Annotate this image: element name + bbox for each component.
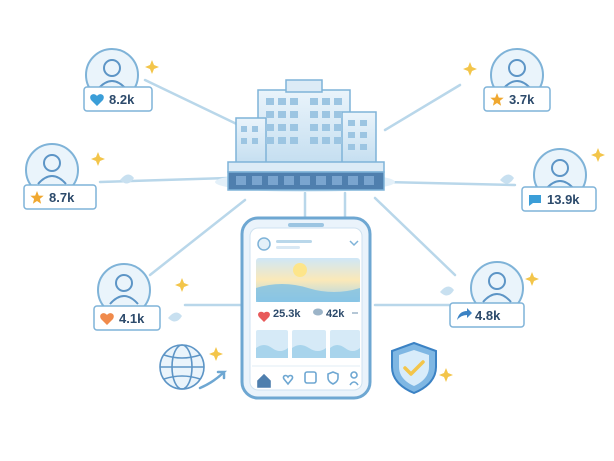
influencer-node[interactable]: 8.2k [83, 48, 153, 112]
phone-nav-bar [257, 371, 358, 388]
comment-stat[interactable]: 42k [313, 308, 345, 320]
stat-badge [449, 302, 525, 328]
smartphone [240, 216, 372, 400]
heart-icon [100, 313, 114, 325]
share-arrow-icon [457, 308, 472, 320]
avatar [482, 272, 512, 303]
like-stat[interactable]: 25.3k [258, 308, 301, 322]
add-post-icon[interactable] [304, 371, 317, 384]
stat-count: 13.9k [547, 192, 580, 207]
stat-badge [23, 184, 97, 210]
home-icon[interactable] [257, 373, 271, 388]
stat-badge [93, 305, 161, 331]
stat-badge [521, 186, 597, 212]
arrow-icon [198, 370, 228, 390]
stat-badge [83, 86, 153, 112]
comments-count: 42k [326, 308, 345, 320]
stat-count: 8.7k [49, 190, 75, 205]
avatar [37, 154, 67, 185]
heart-nav-icon[interactable] [282, 374, 294, 386]
star-icon [490, 93, 504, 106]
globe-icon [159, 344, 205, 390]
connection-lines [98, 78, 517, 307]
influencer-node[interactable]: 4.8k [449, 261, 525, 328]
stat-count: 3.7k [509, 92, 535, 107]
shield-nav-icon[interactable] [327, 371, 339, 385]
chat-bubble-icon [313, 308, 323, 316]
sparkle-decorations [91, 60, 605, 382]
stat-count: 4.1k [119, 311, 145, 326]
star-icon [30, 191, 44, 204]
likes-count: 25.3k [273, 308, 301, 320]
security-shield-icon [391, 341, 437, 395]
heart-icon [258, 311, 270, 322]
stat-count: 8.2k [109, 92, 135, 107]
office-building-icon [215, 79, 395, 192]
heart-icon [90, 94, 104, 106]
influencer-node[interactable]: 8.7k [23, 143, 97, 210]
profile-nav-icon[interactable] [350, 371, 358, 379]
chat-bubble-icon [529, 195, 541, 206]
leaf-decorations [120, 174, 514, 322]
influencer-node[interactable]: 3.7k [483, 48, 551, 112]
avatar [109, 274, 139, 305]
influencer-node[interactable]: 4.1k [93, 263, 161, 331]
stat-count: 4.8k [475, 308, 501, 323]
influencer-node[interactable]: 13.9k [521, 148, 597, 212]
